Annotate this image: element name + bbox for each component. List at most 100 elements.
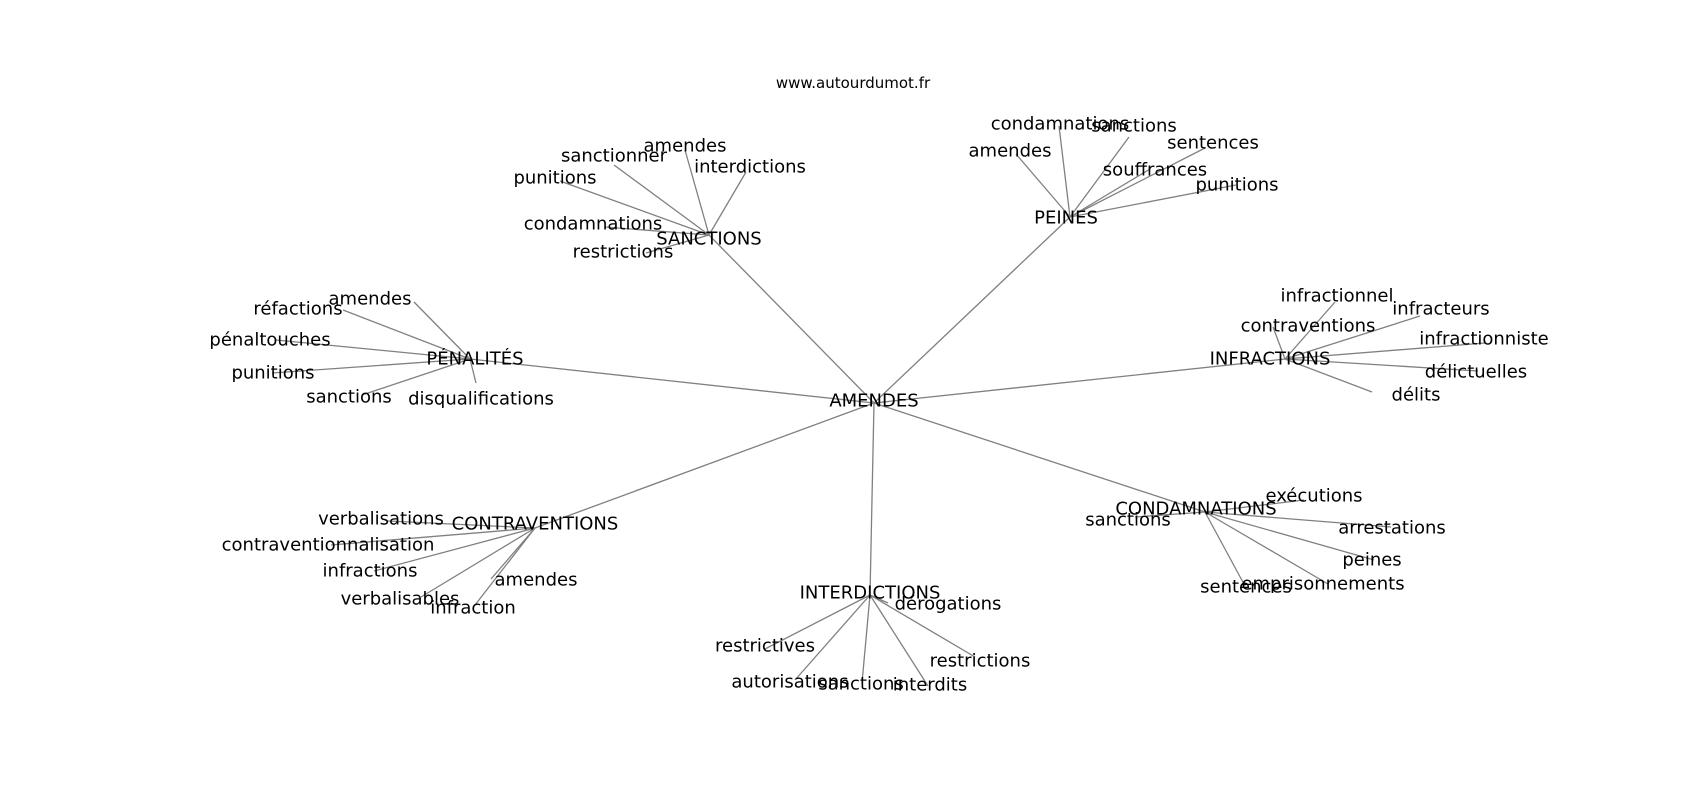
word-node[interactable]: réfactions xyxy=(253,299,342,320)
word-node[interactable]: sentences xyxy=(1167,133,1259,154)
word-node[interactable]: restrictives xyxy=(715,636,815,657)
edge-hub-word xyxy=(604,226,710,236)
word-node[interactable]: infracteurs xyxy=(1392,299,1489,320)
edge-hub-word xyxy=(861,594,871,684)
edge-hub-word xyxy=(1272,326,1286,360)
edge-hub-word xyxy=(420,527,536,598)
word-node[interactable]: amendes xyxy=(644,136,727,157)
edge-hub-word xyxy=(1284,301,1336,360)
edge-hub-word xyxy=(271,358,471,374)
edge-hub-word xyxy=(869,594,929,687)
hub-node[interactable]: CONTRAVENTIONS xyxy=(452,514,619,535)
word-node[interactable]: arrestations xyxy=(1338,518,1446,539)
edge-hub-word xyxy=(330,527,536,546)
word-node[interactable]: interdictions xyxy=(694,157,806,178)
edge-hub-word xyxy=(1204,511,1246,587)
edge-hub-word xyxy=(1058,125,1071,218)
edge-hub-word xyxy=(1069,184,1237,218)
edge-hub-word xyxy=(342,309,471,360)
edge-hub-word xyxy=(559,180,710,236)
word-node[interactable]: contraventionnalisation xyxy=(222,535,435,556)
word-node[interactable]: infractionnel xyxy=(1280,286,1393,307)
word-node[interactable]: sentences xyxy=(1200,577,1292,598)
word-node[interactable]: contraventions xyxy=(1241,316,1376,337)
edge-hub-word xyxy=(1204,511,1375,561)
word-node[interactable]: infraction xyxy=(430,598,516,619)
edge-hub-word xyxy=(684,149,710,236)
word-node[interactable]: pénaltouches xyxy=(209,330,330,351)
word-node[interactable]: délits xyxy=(1392,385,1441,406)
word-node[interactable]: verbalisables xyxy=(341,589,460,610)
word-node[interactable]: peines xyxy=(1342,550,1401,571)
word-node[interactable]: disqualifications xyxy=(408,389,554,410)
word-node[interactable]: amendes xyxy=(969,141,1052,162)
word-node[interactable]: sanctions xyxy=(1091,116,1177,137)
hub-node[interactable]: PÉNALITÉS xyxy=(426,348,523,370)
word-node[interactable]: infractions xyxy=(323,561,418,582)
word-node[interactable]: amendes xyxy=(329,289,412,310)
edge-hub-word xyxy=(1204,511,1392,528)
edge-hub-word xyxy=(1069,168,1151,218)
edge-hub-word xyxy=(387,520,536,529)
edge-hub-word xyxy=(1204,511,1329,585)
edge-hub-word xyxy=(1204,499,1305,513)
edge-center-hub xyxy=(534,402,875,529)
word-node[interactable]: souffrances xyxy=(1103,160,1207,181)
edge-center-hub xyxy=(873,402,1206,513)
word-node[interactable]: interdits xyxy=(893,675,968,696)
edge-center-hub xyxy=(873,216,1071,404)
edge-center-hub xyxy=(873,358,1286,404)
hub-node[interactable]: PEINES xyxy=(1034,208,1098,229)
word-node[interactable]: sanctions xyxy=(818,674,904,695)
edge-hub-word xyxy=(764,594,871,650)
edge-hub-word xyxy=(373,527,536,572)
hub-node[interactable]: CONDAMNATIONS xyxy=(1115,499,1276,520)
word-node[interactable]: sanctions xyxy=(306,387,392,408)
edge-hub-word xyxy=(708,171,747,236)
edge-hub-word xyxy=(469,358,477,384)
edge-hub-word xyxy=(1069,136,1130,218)
edge-hub-word xyxy=(1284,358,1373,393)
graph-labels: AMENDESSANCTIONSsanctionneramendesinterd… xyxy=(209,114,1548,696)
word-node[interactable]: sanctions xyxy=(1085,510,1171,531)
hub-node[interactable]: SANCTIONS xyxy=(656,229,761,250)
edge-hub-word xyxy=(361,358,471,396)
word-node[interactable]: condamnations xyxy=(524,214,663,235)
edge-hub-word xyxy=(613,164,710,236)
word-node[interactable]: exécutions xyxy=(1265,486,1362,507)
edge-hub-word xyxy=(1284,358,1479,372)
edge-hub-word xyxy=(869,594,976,658)
edge-hub-word xyxy=(645,234,710,254)
word-node[interactable]: délictuelles xyxy=(1425,362,1527,383)
edge-center-hub xyxy=(469,358,875,404)
edge-center-hub xyxy=(708,234,875,404)
word-node[interactable]: restrictions xyxy=(573,242,674,263)
hub-node[interactable]: INTERDICTIONS xyxy=(800,583,941,604)
word-node[interactable]: punitions xyxy=(231,363,314,384)
word-node[interactable]: condamnations xyxy=(991,114,1130,135)
edge-hub-word xyxy=(1069,147,1206,218)
word-node[interactable]: punitions xyxy=(513,168,596,189)
word-node[interactable]: restrictions xyxy=(930,651,1031,672)
word-node[interactable]: verbalisations xyxy=(318,509,444,530)
edge-center-hub xyxy=(869,402,875,596)
word-node[interactable]: emprisonnements xyxy=(1241,574,1404,595)
hub-node[interactable]: INFRACTIONS xyxy=(1210,349,1331,370)
center-node[interactable]: AMENDES xyxy=(829,391,918,412)
source-label: www.autourdumot.fr xyxy=(776,74,931,92)
graph-edges xyxy=(271,125,1486,687)
edge-hub-word xyxy=(413,301,471,360)
word-node[interactable]: punitions xyxy=(1195,175,1278,196)
edge-hub-word xyxy=(794,594,871,681)
word-node[interactable]: infractionniste xyxy=(1419,329,1548,350)
word-node[interactable]: autorisations xyxy=(731,672,848,693)
edge-hub-word xyxy=(474,527,536,606)
edge-hub-word xyxy=(1134,511,1206,518)
edge-hub-word xyxy=(1284,315,1421,360)
word-node[interactable]: sanctionner xyxy=(561,146,668,167)
edge-hub-word xyxy=(1284,342,1486,360)
word-node[interactable]: dérogations xyxy=(895,594,1002,615)
word-node[interactable]: amendes xyxy=(495,570,578,591)
edge-hub-word xyxy=(275,339,471,360)
